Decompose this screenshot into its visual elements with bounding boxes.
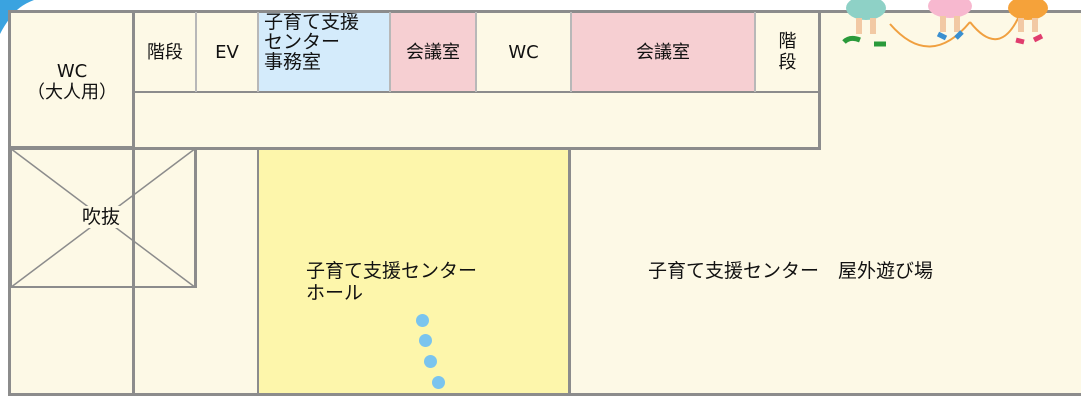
divider-office-meeting xyxy=(389,12,391,92)
footprint-dot xyxy=(424,355,437,368)
upper-block-right-wall xyxy=(818,10,821,150)
footprint-dot xyxy=(419,334,432,347)
footprint-dot xyxy=(416,314,429,327)
divider-wc-meeting2 xyxy=(570,12,572,92)
atrium-label: 吹抜 xyxy=(80,206,123,228)
wc-label: WC xyxy=(508,41,539,63)
playground-label: 子育て支援センター 屋外遊び場 xyxy=(648,260,934,282)
hall-right-wall xyxy=(568,148,571,396)
ev-room: EV xyxy=(196,12,258,92)
office-room: 子育て支援 センター 事務室 xyxy=(258,12,390,92)
outer-wall-left xyxy=(8,10,11,396)
divider-meeting-wc xyxy=(475,12,477,92)
meeting-label-2: 会議室 xyxy=(636,41,690,63)
stairs-room-2: 階 段 xyxy=(755,12,820,92)
children-jump-rope-illustration xyxy=(842,0,1048,48)
wc-adult-right-wall xyxy=(132,10,135,396)
hall-label: 子育て支援センター ホール xyxy=(306,260,478,304)
stairs-label-1: 階段 xyxy=(147,41,183,63)
hall-left-wall xyxy=(257,148,259,396)
wc-adult-bottom-wall xyxy=(8,146,134,149)
meeting-room-1: 会議室 xyxy=(390,12,476,92)
stairs-label-2: 階 段 xyxy=(778,31,797,73)
divider-ev-office xyxy=(257,12,259,92)
wc-room: WC xyxy=(476,12,571,92)
divider-stairs-ev xyxy=(195,12,197,92)
divider-meeting2-stairs xyxy=(754,12,756,92)
wc-adult-room: WC （大人用） xyxy=(10,12,134,148)
atrium-right-wall xyxy=(195,148,197,288)
meeting-label-1: 会議室 xyxy=(406,41,460,63)
blue-corner-decoration xyxy=(0,0,34,34)
ev-label: EV xyxy=(215,41,239,63)
office-label: 子育て支援 センター 事務室 xyxy=(264,11,360,73)
outer-wall-bottom xyxy=(8,393,1081,396)
meeting-room-2: 会議室 xyxy=(571,12,755,92)
footprint-dot xyxy=(432,376,445,389)
outer-wall-top xyxy=(10,10,1081,13)
hall-room xyxy=(258,148,570,396)
playground-floor xyxy=(820,12,1081,396)
wc-adult-label: WC （大人用） xyxy=(27,61,117,103)
upper-block-bottom-wall xyxy=(134,147,820,150)
room-row-bottom-wall xyxy=(134,91,820,93)
stairs-room-1: 階段 xyxy=(134,12,196,92)
